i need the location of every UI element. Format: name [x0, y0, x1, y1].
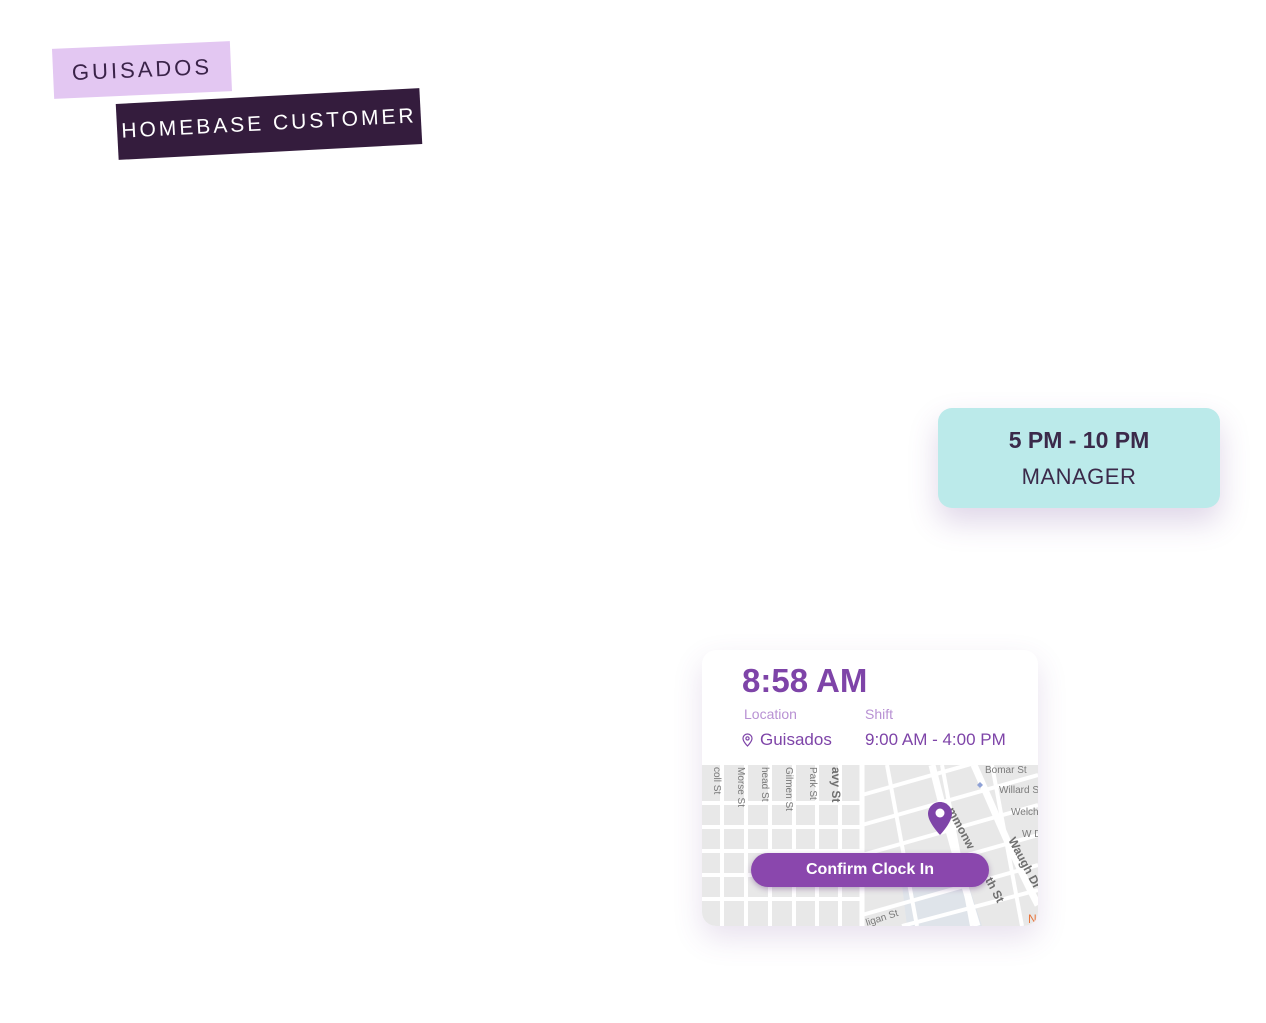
clock-current-time: 8:58 AM	[742, 662, 868, 699]
customer-type-text: HOMEBASE CUSTOMER	[120, 104, 418, 143]
location-value: Guisados	[742, 730, 832, 750]
map-marker-icon	[928, 802, 952, 835]
location-pin-icon	[742, 733, 753, 747]
map-street-label: avy St	[829, 767, 843, 802]
map-street-label: coll St	[711, 767, 722, 794]
location-value-text: Guisados	[760, 730, 832, 749]
customer-name-tag: GUISADOS	[51, 41, 233, 99]
clock-in-card: 8:58 AM Location Shift Guisados 9:00 AM …	[702, 650, 1038, 926]
map-street-label: Bomar St	[985, 765, 1027, 776]
map-street-label: head St	[759, 767, 770, 802]
map-street-label: N	[1028, 912, 1037, 926]
location-label: Location	[744, 706, 797, 722]
street-map[interactable]: coll St Morse St head St Gilmen St Park …	[702, 765, 1038, 926]
customer-name-text: GUISADOS	[71, 53, 213, 86]
shift-value: 9:00 AM - 4:00 PM	[865, 730, 1006, 749]
map-street-label: Morse St	[735, 767, 746, 807]
customer-type-tag: HOMEBASE CUSTOMER	[115, 88, 423, 160]
confirm-clock-in-button[interactable]: Confirm Clock In	[751, 853, 989, 887]
small-marker-icon	[977, 782, 983, 788]
map-street-label: Gilmen St	[783, 767, 794, 811]
shift-card-role: MANAGER	[1021, 463, 1137, 489]
shift-card[interactable]: 5 PM - 10 PM MANAGER	[938, 408, 1220, 508]
shift-card-time: 5 PM - 10 PM	[1008, 426, 1150, 453]
map-street-label: Welch	[1011, 807, 1038, 818]
map-street-label: Park St	[807, 767, 818, 800]
shift-label: Shift	[865, 706, 894, 722]
map-street-label: Willard S	[999, 785, 1038, 796]
map-street-label: W D	[1022, 829, 1038, 840]
